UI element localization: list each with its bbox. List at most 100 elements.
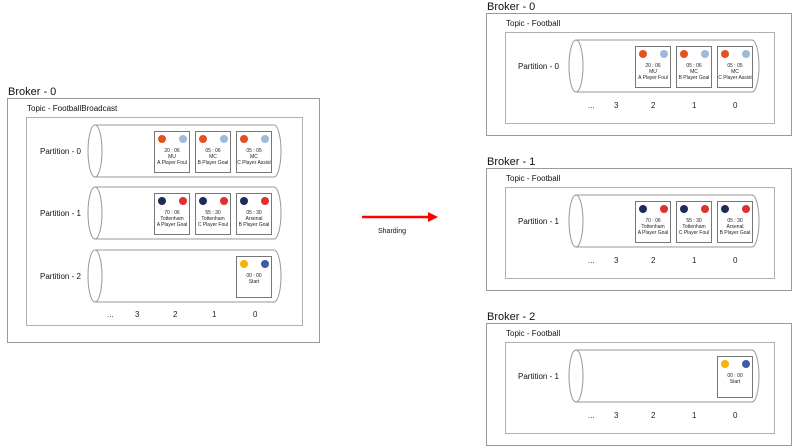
message-card[interactable]: 05 : 30 Arsenal B Player Goal xyxy=(236,193,272,235)
topic-box xyxy=(505,187,775,279)
che-team-logo-icon xyxy=(742,360,750,368)
message-card[interactable]: 20 : 06 MU A Player Foul xyxy=(635,46,671,88)
topic-title: Topic - FootballBroadcast xyxy=(27,104,118,113)
broker-box xyxy=(486,168,792,291)
message-card[interactable]: 70 : 06 Tottenham A Player Goal xyxy=(154,193,190,235)
broker-title: Broker - 0 xyxy=(487,1,536,13)
offset-label: 3 xyxy=(614,256,619,265)
partition-tube-shape xyxy=(568,39,760,93)
offset-label: ... xyxy=(588,256,595,265)
partition-label: Partition - 2 xyxy=(40,272,81,281)
mc-team-logo-icon xyxy=(220,135,228,143)
topic-title: Topic - Football xyxy=(506,329,561,338)
topic-box xyxy=(505,342,775,434)
card-team: MC xyxy=(250,154,258,160)
message-card[interactable]: 55 : 30 Tottenham C Player Foul xyxy=(195,193,231,235)
tot-team-logo-icon xyxy=(639,205,647,213)
message-card[interactable]: 20 : 06 MU A Player Foul xyxy=(154,131,190,173)
partition-label: Partition - 1 xyxy=(518,372,559,381)
card-time: 05 : 05 xyxy=(727,63,743,69)
offset-label: ... xyxy=(588,101,595,110)
offset-label: ... xyxy=(107,310,114,319)
card-time: 00 : 00 xyxy=(727,373,743,379)
card-time: 05 : 30 xyxy=(246,210,262,216)
tot-team-logo-icon xyxy=(680,205,688,213)
offset-label: 2 xyxy=(651,256,656,265)
card-time: 00 : 00 xyxy=(246,273,262,279)
card-time: 05 : 05 xyxy=(246,148,262,154)
offset-label: 0 xyxy=(733,411,738,420)
card-team: Arsenal xyxy=(245,216,263,222)
offset-label: 1 xyxy=(692,256,697,265)
broker-box xyxy=(486,323,792,446)
offset-label: 3 xyxy=(135,310,140,319)
tot-team-logo-icon xyxy=(199,197,207,205)
card-event: A Player Goal xyxy=(637,230,669,236)
card-event: C Player Foul xyxy=(678,230,710,236)
card-event: B Player Goal xyxy=(678,75,710,81)
ars-team-logo-icon xyxy=(701,205,709,213)
card-team: Start xyxy=(248,279,260,285)
wol-team-logo-icon xyxy=(240,260,248,268)
card-team: Tottenham xyxy=(682,224,706,230)
tot-team-logo-icon xyxy=(158,197,166,205)
message-card[interactable]: 05 : 30 Arsenal B Player Goal xyxy=(717,201,753,243)
card-event: A Player Foul xyxy=(157,160,187,166)
broker-box xyxy=(7,98,320,343)
message-card[interactable]: 05 : 05 MC C Player Assist xyxy=(717,46,753,88)
offset-label: 2 xyxy=(651,411,656,420)
partition-tube-shape xyxy=(87,124,282,178)
topic-title: Topic - Football xyxy=(506,19,561,28)
card-time: 20 : 06 xyxy=(645,63,661,69)
mu-team-logo-icon xyxy=(240,135,248,143)
message-card[interactable]: 55 : 30 Tottenham C Player Foul xyxy=(676,201,712,243)
broker-title: Broker - 0 xyxy=(8,86,57,98)
partition-tube xyxy=(87,124,282,178)
offset-label: 3 xyxy=(614,101,619,110)
card-event: B Player Goal xyxy=(238,222,270,228)
partition-tube xyxy=(87,186,282,240)
offset-label: 0 xyxy=(253,310,258,319)
che-team-logo-icon xyxy=(261,260,269,268)
mc-team-logo-icon xyxy=(261,135,269,143)
card-time: 55 : 30 xyxy=(686,218,702,224)
card-time: 05 : 06 xyxy=(686,63,702,69)
topic-box xyxy=(505,32,775,124)
card-team: MC xyxy=(690,69,698,75)
partition-tube-shape xyxy=(568,349,760,403)
offset-label: 2 xyxy=(173,310,178,319)
message-card[interactable]: 00 : 00 Start xyxy=(717,356,753,398)
offset-label: 0 xyxy=(733,101,738,110)
message-card[interactable]: 05 : 05 MC C Player Assist xyxy=(236,131,272,173)
card-time: 05 : 06 xyxy=(205,148,221,154)
ars-team-logo-icon xyxy=(742,205,750,213)
mu-team-logo-icon xyxy=(721,50,729,58)
offset-label: 1 xyxy=(692,101,697,110)
ars-team-logo-icon xyxy=(660,205,668,213)
card-time: 70 : 06 xyxy=(164,210,180,216)
ars-team-logo-icon xyxy=(179,197,187,205)
card-team: Tottenham xyxy=(201,216,225,222)
card-team: Tottenham xyxy=(641,224,665,230)
message-card[interactable]: 05 : 06 MC B Player Goal xyxy=(676,46,712,88)
message-card[interactable]: 70 : 06 Tottenham A Player Goal xyxy=(635,201,671,243)
partition-label: Partition - 1 xyxy=(40,209,81,218)
broker-title: Broker - 2 xyxy=(487,311,536,323)
offset-label: 1 xyxy=(692,411,697,420)
broker-box xyxy=(486,13,792,136)
card-time: 70 : 06 xyxy=(645,218,661,224)
card-team: Tottenham xyxy=(160,216,184,222)
partition-tube xyxy=(568,194,760,248)
mc-team-logo-icon xyxy=(742,50,750,58)
message-card[interactable]: 00 : 00 Start xyxy=(236,256,272,298)
message-card[interactable]: 05 : 06 MC B Player Goal xyxy=(195,131,231,173)
partition-tube xyxy=(568,39,760,93)
topic-box xyxy=(26,117,303,326)
partition-tube-shape xyxy=(87,186,282,240)
offset-label: ... xyxy=(588,411,595,420)
mu-team-logo-icon xyxy=(680,50,688,58)
offset-label: 0 xyxy=(733,256,738,265)
card-event: C Player Assist xyxy=(718,75,752,81)
card-event: B Player Goal xyxy=(719,230,751,236)
partition-label: Partition - 0 xyxy=(40,147,81,156)
